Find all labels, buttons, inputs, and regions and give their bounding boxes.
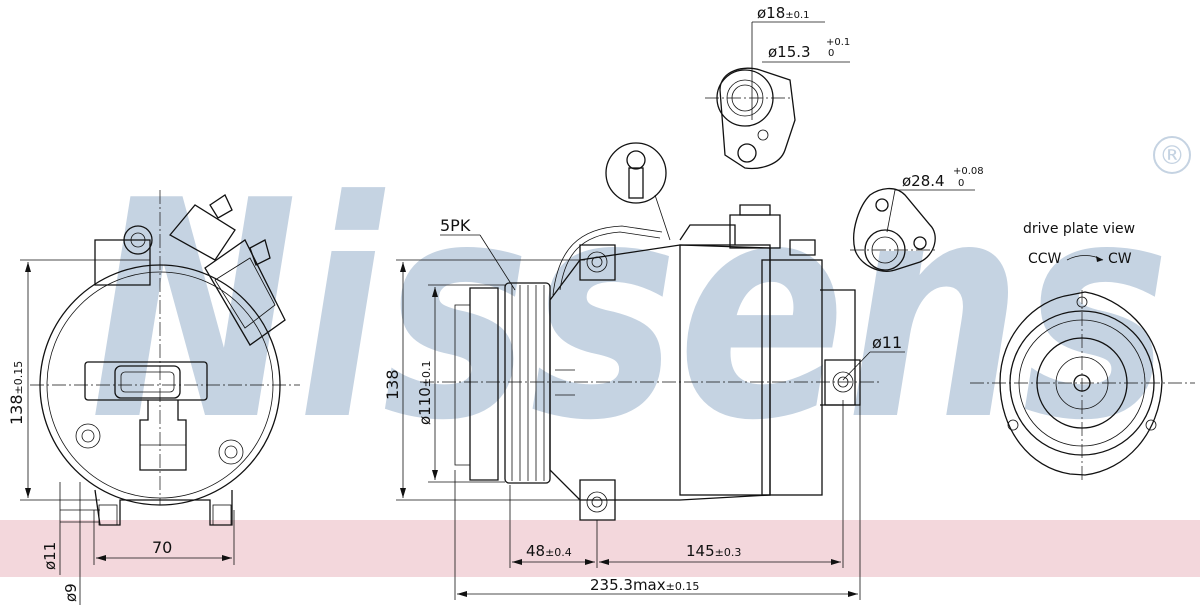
- port-detail-top: ø18±0.1 ø15.3 +0.1 0: [705, 4, 850, 170]
- dim-138: 138: [383, 369, 402, 400]
- dim-d11-left: ø11: [41, 542, 59, 570]
- left-dimensions: 138±0.15 70 ø11 ø9: [7, 259, 235, 605]
- drive-plate-view: drive plate view CCW CW: [970, 221, 1195, 480]
- front-view: [30, 190, 300, 526]
- dim-d28: ø28.4: [902, 172, 945, 190]
- side-view: [420, 204, 880, 521]
- label-ccw: CCW: [1028, 251, 1062, 267]
- dim-d15-tol-low: 0: [828, 48, 834, 59]
- sensor-detail: [605, 142, 671, 241]
- dim-d11-mount: ø11: [872, 333, 902, 352]
- dim-70: 70: [152, 538, 172, 557]
- label-cw: CW: [1108, 251, 1132, 267]
- dim-d15: ø15.3: [768, 43, 811, 61]
- port-detail-right: ø28.4 +0.08 0: [850, 166, 984, 272]
- pink-band: [0, 520, 1200, 577]
- watermark-logo: Nissens: [90, 137, 1170, 486]
- dim-48: 48±0.4: [526, 542, 572, 560]
- dim-d18: ø18±0.1: [757, 4, 810, 22]
- dim-235: 235.3max±0.15: [590, 576, 699, 594]
- label-drive-plate-view: drive plate view: [1023, 221, 1135, 237]
- dim-d28-tol-low: 0: [958, 178, 964, 189]
- dim-d9-left: ø9: [62, 583, 80, 602]
- rotation-arrowhead-icon: [1096, 256, 1103, 262]
- dim-d110: ø110±0.1: [416, 360, 434, 425]
- dim-d28-tol-up: +0.08: [953, 166, 984, 177]
- side-dimensions: 138 ø110±0.1 5PK ø11 48±0.4 145±0.3: [383, 216, 905, 600]
- label-5pk: 5PK: [440, 216, 471, 235]
- dim-138-tol: 138±0.15: [7, 361, 26, 425]
- dim-145: 145±0.3: [686, 542, 741, 560]
- registered-mark: ®: [1159, 141, 1185, 171]
- registered-mark-circle: [1153, 136, 1191, 174]
- dim-d15-tol-up: +0.1: [826, 37, 850, 48]
